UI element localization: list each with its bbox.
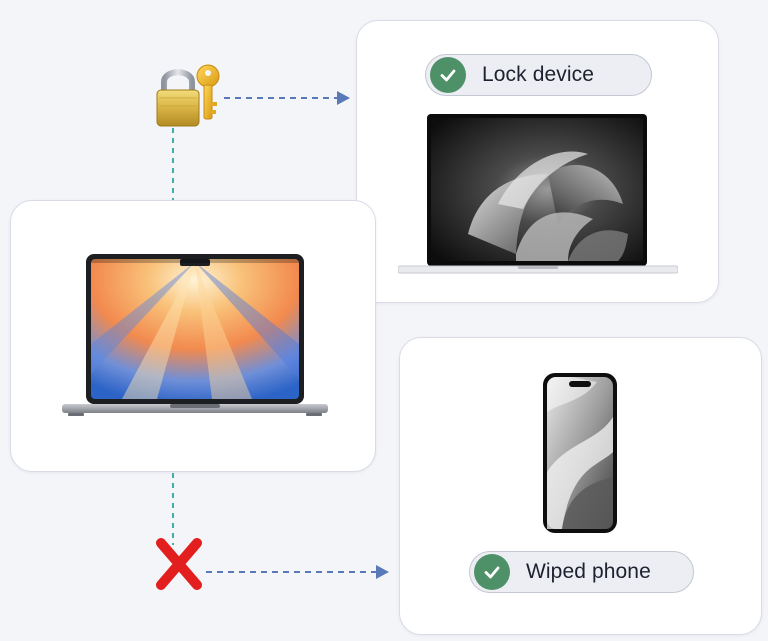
padlock-with-key-icon bbox=[156, 64, 220, 127]
arrow-to-lock bbox=[224, 91, 350, 105]
red-cross-icon bbox=[156, 538, 202, 590]
laptop-with-colorful-wallpaper bbox=[62, 254, 328, 416]
lock-device-badge: Lock device bbox=[425, 54, 652, 96]
lock-device-label: Lock device bbox=[482, 63, 594, 86]
check-icon bbox=[430, 57, 466, 93]
wiped-phone-label: Wiped phone bbox=[526, 560, 651, 583]
smartphone-with-gray-wallpaper bbox=[543, 373, 617, 533]
arrow-to-wipe bbox=[206, 565, 389, 579]
check-icon bbox=[474, 554, 510, 590]
laptop-with-dark-wallpaper bbox=[398, 114, 678, 274]
wiped-phone-badge: Wiped phone bbox=[469, 551, 694, 593]
